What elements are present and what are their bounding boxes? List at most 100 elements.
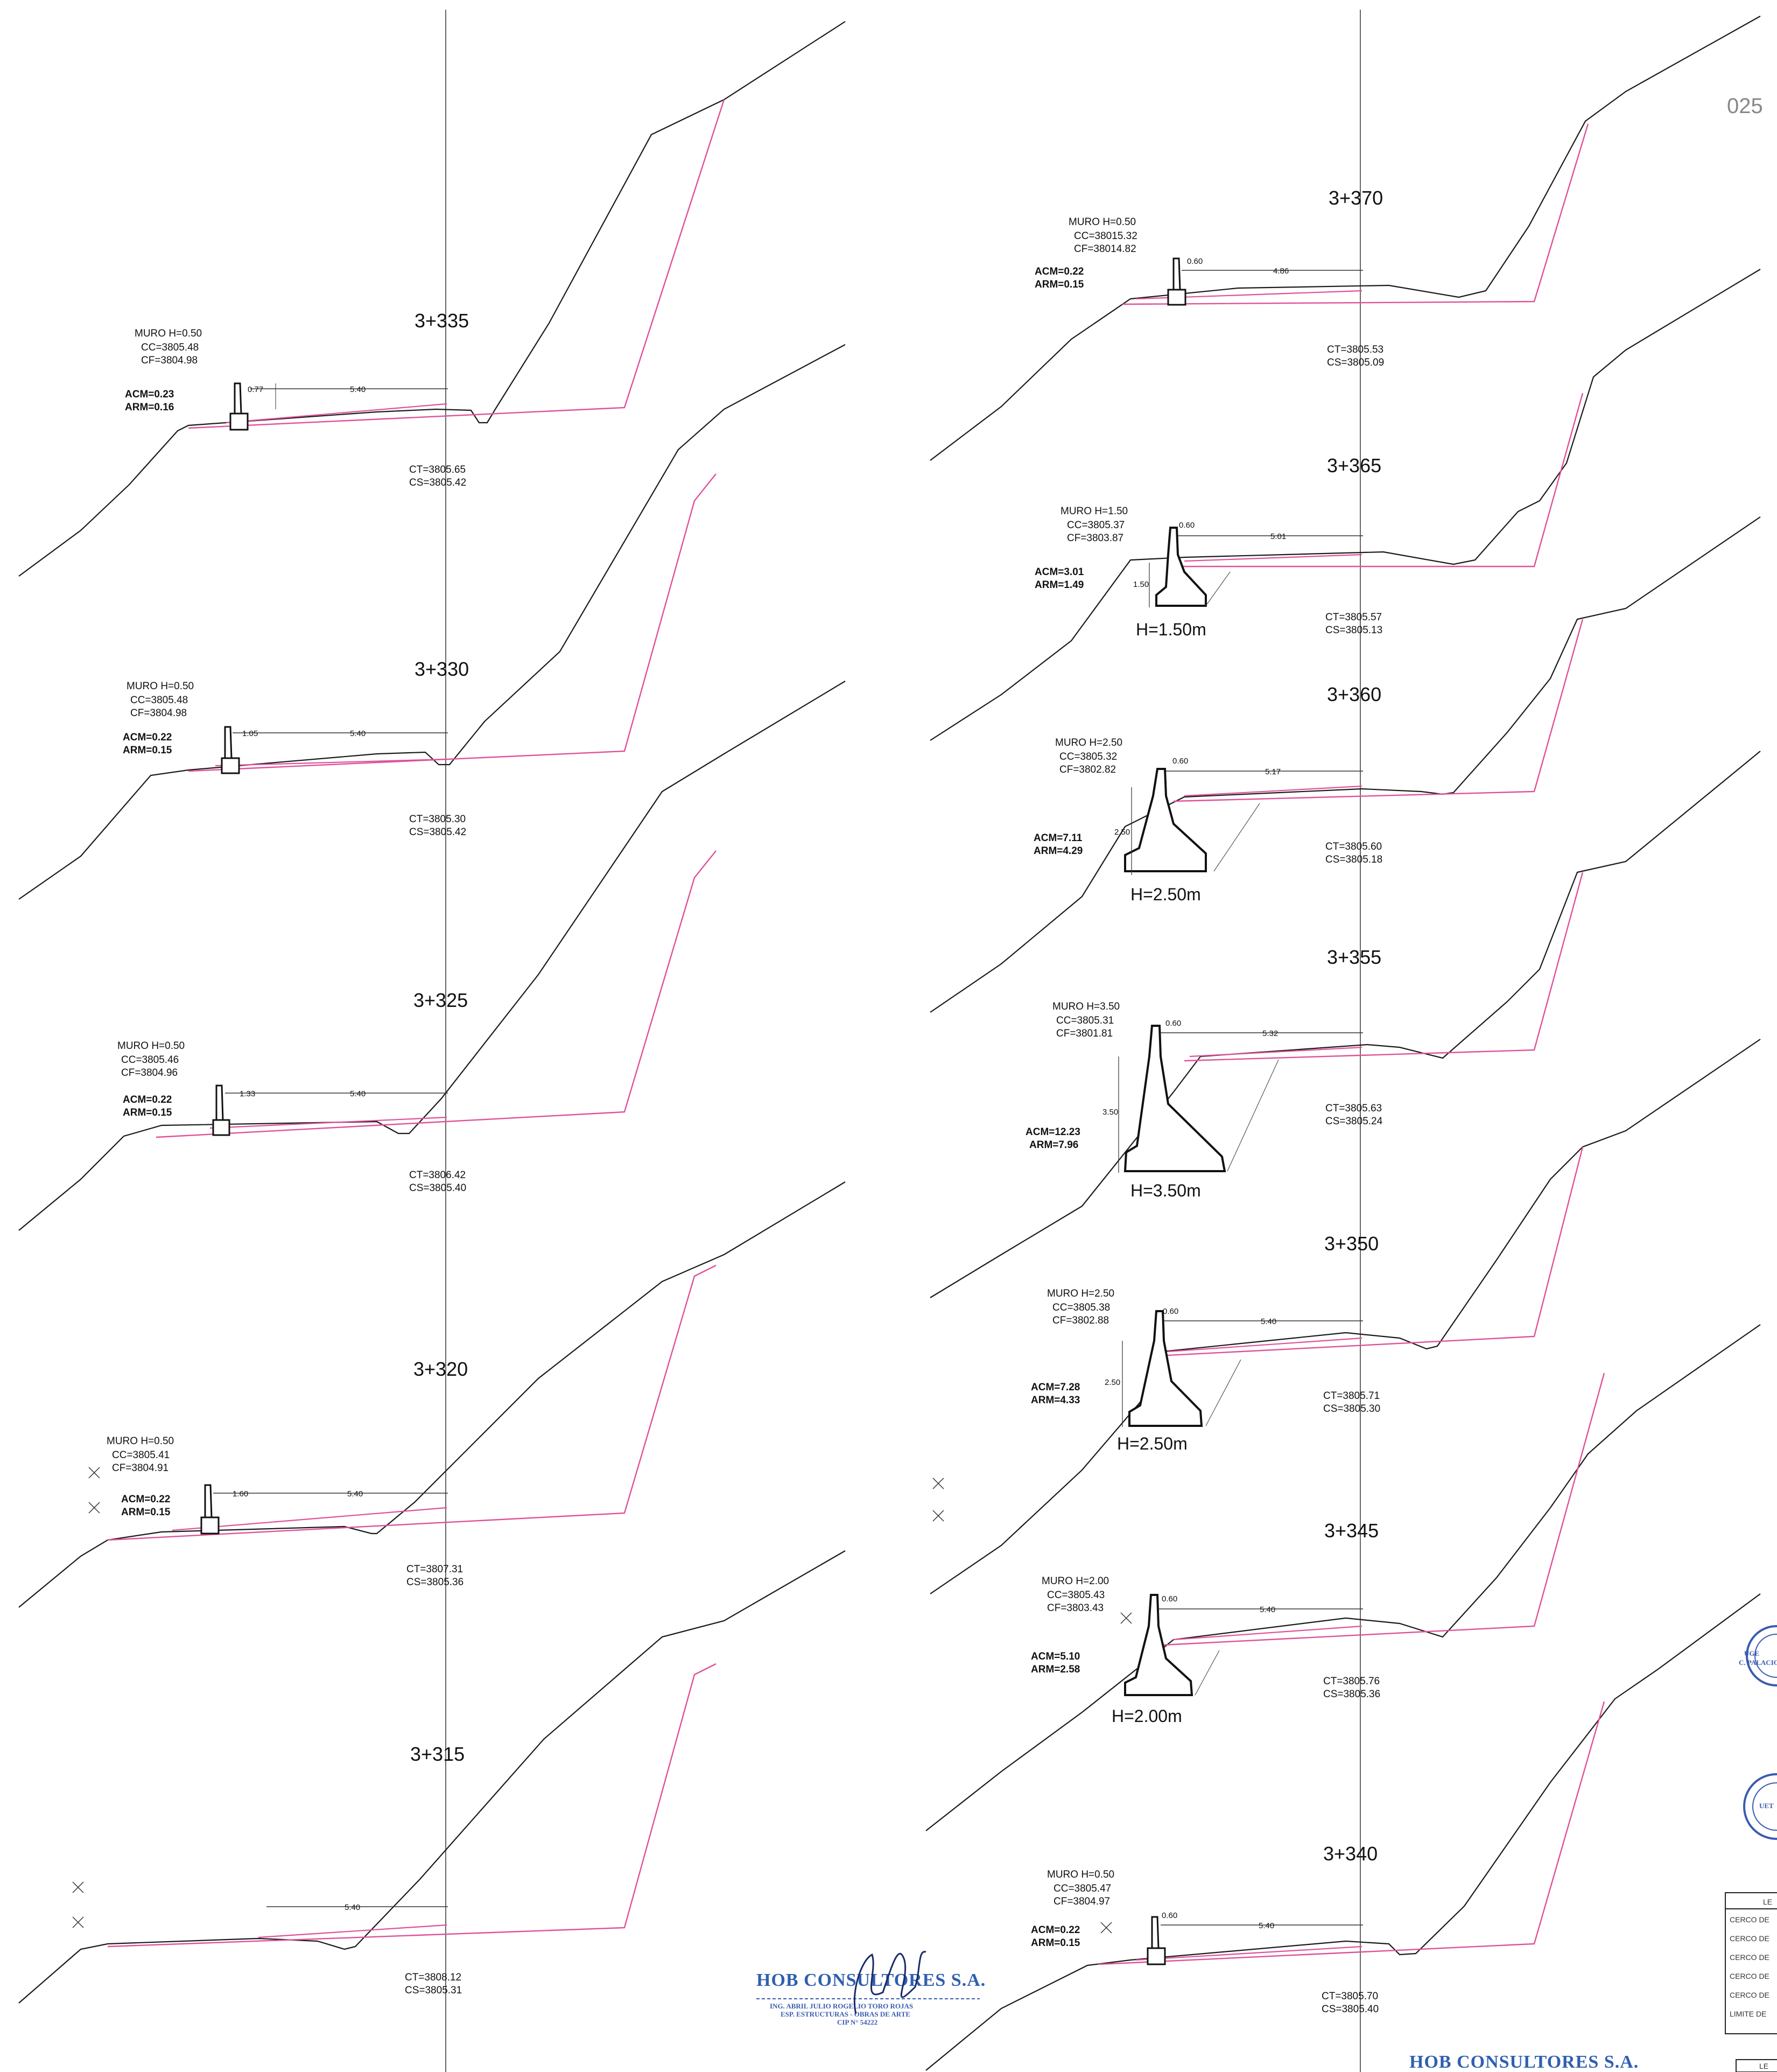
- stamp-1: UGE C. PALACIOS: [1739, 1625, 1777, 1686]
- cf-label: CF=3804.96: [121, 1067, 178, 1079]
- ground-line: [18, 21, 846, 577]
- cf-label: CF=3801.81: [1056, 1028, 1113, 1039]
- legend-row-3: CERCO DE: [1730, 1953, 1769, 1962]
- cc-label: CC=3805.48: [141, 342, 199, 353]
- station-label: 3+325: [413, 989, 468, 1011]
- section-3-355: 3.50 0.60 5.32 3+355 MURO H=3.50 CC=3805…: [930, 751, 1761, 1298]
- arm-label: ARM=1.49: [1035, 579, 1084, 591]
- section-3-350: 2.50 0.60 5.40 3+350 MURO H=2.50 CC=3805…: [930, 1039, 1761, 1594]
- arm-label: ARM=0.15: [123, 1107, 172, 1118]
- design-line-upper: [1184, 554, 1362, 562]
- engineer-name: ING. ABRIL JULIO ROGELIO TORO ROJAS: [770, 2002, 913, 2010]
- design-line: [156, 850, 717, 1138]
- design-line: [1173, 619, 1584, 802]
- wall-stem: [1151, 1916, 1160, 1949]
- dim-offset: 0.77: [248, 385, 263, 394]
- acm-label: ACM=0.22: [1031, 1924, 1080, 1936]
- excavation-line: [1205, 571, 1231, 606]
- company-signature-block-2: HOB CONSULTORES S.A.: [1409, 2052, 1639, 2072]
- section-3-345: 0.60 5.40 3+345 MURO H=2.00 CC=3805.43 C…: [925, 1324, 1761, 1831]
- dim-width: 5.40: [350, 385, 366, 394]
- excavation-line: [1227, 1059, 1279, 1172]
- ct-label: CT=3805.71: [1323, 1390, 1380, 1402]
- dim-width: 5.40: [1261, 1317, 1276, 1326]
- survey-marks: [72, 1881, 84, 1928]
- company-name-2: HOB CONSULTORES S.A.: [1409, 2052, 1639, 2072]
- ground-line: [930, 16, 1761, 461]
- cf-label: CF=3802.82: [1059, 764, 1116, 775]
- retaining-wall: [1167, 289, 1186, 306]
- acm-label: ACM=0.22: [1035, 266, 1084, 277]
- survey-marks: [1120, 1612, 1132, 1624]
- dim-width: 5.17: [1265, 767, 1281, 776]
- dim-width: 5.40: [350, 1089, 366, 1098]
- section-3-360: 2.50 0.60 5.17 3+360 MURO H=2.50 CC=3805…: [930, 516, 1761, 1013]
- ground-line: [925, 1324, 1761, 1831]
- cc-label: CC=3805.48: [130, 695, 188, 706]
- stamp-1-line2: C. PALACIOS: [1739, 1658, 1777, 1667]
- wall-height-label: H=3.50m: [1130, 1181, 1201, 1200]
- acm-label: ACM=5.10: [1031, 1651, 1080, 1662]
- engineer-cip: CIP N° 54222: [837, 2018, 877, 2026]
- dim-offset: 0.60: [1162, 1594, 1177, 1604]
- cf-label: CF=3804.98: [141, 355, 198, 366]
- arm-label: ARM=0.15: [121, 1507, 171, 1518]
- ct-label: CT=3805.30: [409, 814, 466, 825]
- cf-label: CF=3804.91: [112, 1462, 168, 1474]
- retaining-wall: [1147, 1947, 1166, 1965]
- wall-stem: [215, 1084, 224, 1121]
- wall-height-label: H=1.50m: [1136, 620, 1206, 639]
- station-label: 3+320: [413, 1358, 468, 1380]
- muro-label: MURO H=0.50: [1047, 1869, 1114, 1880]
- survey-marks: [1100, 1922, 1112, 1934]
- ct-label: CT=3805.60: [1325, 841, 1382, 852]
- section-3-365: 1.50 0.60 5.01 3+365 MURO H=1.50 CC=3805…: [930, 269, 1761, 741]
- acm-label: ACM=0.22: [123, 732, 172, 743]
- cc-label: CC=38015.32: [1074, 230, 1137, 242]
- dim-width: 5.01: [1270, 532, 1286, 541]
- cs-label: CS=3805.13: [1325, 625, 1382, 636]
- height-dim-label: 3.50: [1102, 1108, 1118, 1117]
- muro-label: MURO H=3.50: [1052, 1001, 1120, 1012]
- dim-offset: 0.60: [1179, 521, 1195, 530]
- design-line: [1184, 872, 1584, 1062]
- stamp-2: UET: [1743, 1773, 1777, 1840]
- ground-line: [930, 1039, 1761, 1594]
- wall-stem: [234, 382, 242, 415]
- arm-label: ARM=4.33: [1031, 1395, 1080, 1406]
- design-line-upper: [1135, 1945, 1362, 1961]
- dim-offset: 1.33: [240, 1089, 255, 1098]
- wall-stem: [224, 726, 233, 759]
- cf-label: CF=3802.88: [1052, 1315, 1109, 1326]
- design-line: [107, 1663, 717, 1948]
- ct-label: CT=3805.70: [1322, 1991, 1378, 2002]
- muro-label: MURO H=2.50: [1047, 1288, 1114, 1299]
- cc-label: CC=3805.38: [1052, 1302, 1110, 1313]
- stamp-1-line1: UGE: [1744, 1649, 1759, 1657]
- acm-label: ACM=0.23: [125, 389, 174, 400]
- dim-width: 5.32: [1262, 1029, 1278, 1038]
- cs-label: CS=3805.40: [1322, 2004, 1379, 2015]
- muro-label: MURO H=0.50: [127, 681, 194, 692]
- cs-label: CS=3805.36: [1323, 1689, 1380, 1700]
- dim-width: 5.40: [1260, 1605, 1275, 1614]
- cc-label: CC=3805.32: [1059, 751, 1117, 762]
- legend-header: LE: [1763, 1898, 1772, 1906]
- excavation-line: [1213, 803, 1260, 872]
- dim-offset: 0.60: [1165, 1019, 1181, 1028]
- signature-scribble: [853, 1951, 926, 2014]
- design-line-upper: [209, 1116, 447, 1129]
- cs-label: CS=3805.09: [1327, 357, 1384, 368]
- cs-label: CS=3805.36: [406, 1577, 463, 1588]
- legend-row-1: CERCO DE: [1730, 1915, 1769, 1924]
- dim-width: 4.86: [1273, 267, 1289, 276]
- cf-label: CF=38014.82: [1074, 243, 1136, 255]
- muro-label: MURO H=1.50: [1060, 506, 1128, 517]
- wall-height-label: H=2.50m: [1117, 1434, 1188, 1453]
- engineer-specialty: ESP. ESTRUCTURAS - OBRAS DE ARTE: [781, 2010, 910, 2018]
- cs-label: CS=3805.42: [409, 827, 466, 838]
- dim-width: 5.40: [347, 1489, 363, 1499]
- retaining-wall: [212, 1119, 230, 1136]
- design-line-upper: [1173, 1625, 1362, 1641]
- arm-label: ARM=7.96: [1029, 1139, 1078, 1151]
